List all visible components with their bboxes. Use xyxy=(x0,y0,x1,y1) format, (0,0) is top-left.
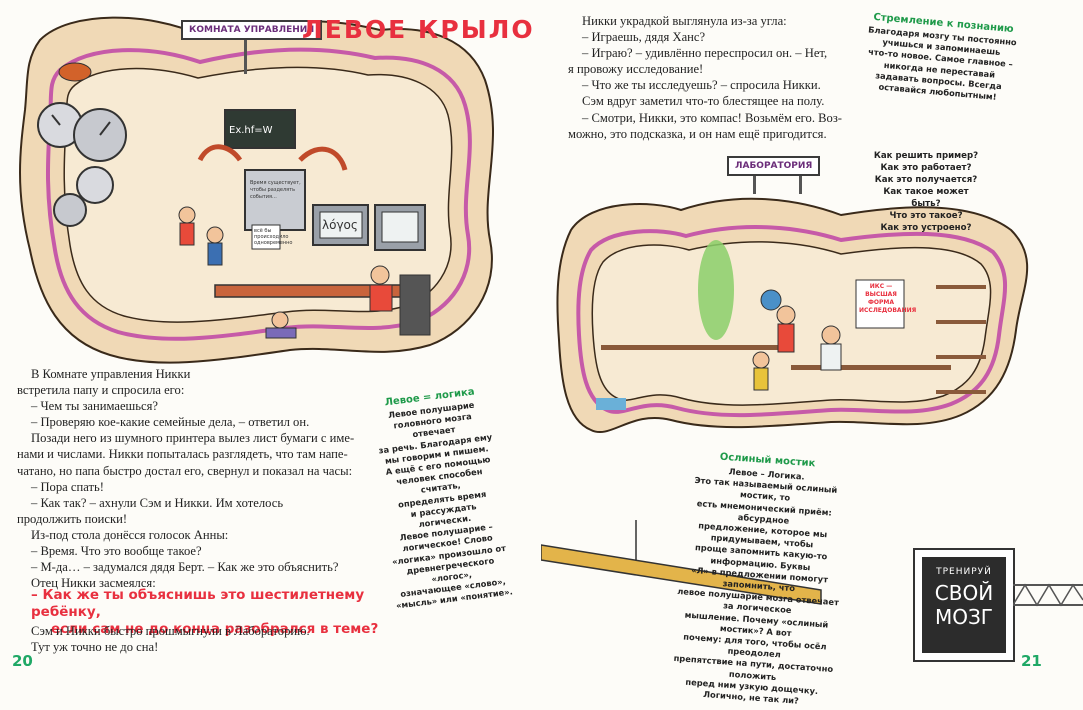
train-sign-line: ТРЕНИРУЙ xyxy=(936,567,992,577)
story-line: продолжить поиски! xyxy=(17,511,128,526)
red-quote-line: если сам не до конца разобрался в теме? xyxy=(51,621,379,637)
printer-note: Время существует, чтобы разделять событи… xyxy=(250,180,301,200)
story-line: Сэм и Никки быстро прошмыгнули в Лаборат… xyxy=(31,624,310,638)
story-line: – Смотри, Никки, это компас! Возьмём его… xyxy=(582,110,842,125)
story-line: – Чем ты занимаешься? xyxy=(31,399,158,414)
right-page: Никки украдкой выглянула из-за угла: – И… xyxy=(541,0,1083,706)
curiosity-note: Стремление к познанию Благодаря мозгу ты… xyxy=(862,11,1018,104)
question-line: Как это работает? xyxy=(880,163,972,173)
donkey-bridge-note: Ослиный мостик Левое – Логика. Это так н… xyxy=(666,449,853,710)
left-story: В Комнате управления Никки встретила пап… xyxy=(17,366,387,591)
story-line: – Играешь, дядя Ханс? xyxy=(582,30,706,45)
story-line: Тут уж точно не до сна! xyxy=(31,640,159,655)
story-line: – Что же ты исследуешь? – спросила Никки… xyxy=(582,78,821,93)
page-number-left: 20 xyxy=(12,652,33,670)
story-line: В Комнате управления Никки xyxy=(31,367,191,381)
story-line: нами и числами. Никки попыталась разгляд… xyxy=(17,447,348,462)
story-line: можно, это подсказка, и он нам ещё приго… xyxy=(568,126,827,141)
donkey-bridge-plank xyxy=(541,520,822,605)
train-sign-line: СВОЙ xyxy=(934,581,994,605)
sign-post xyxy=(799,176,802,194)
story-line: Позади него из шумного принтера вылез ли… xyxy=(31,431,355,446)
story-line: – Проверяю кое-какие семейные дела, – от… xyxy=(31,415,310,430)
sign-post xyxy=(244,40,247,74)
question-line: Как это получается? xyxy=(874,175,978,185)
story-line: Отец Никки засмеялся: xyxy=(31,576,156,591)
story-line: Сэм вдруг заметил что-то блестящее на по… xyxy=(582,94,825,109)
red-quote: – Как же ты объяснишь это шестилетнему р… xyxy=(31,587,411,638)
story-line: – Пора спать! xyxy=(31,479,104,494)
train-brain-sign: ТРЕНИРУЙ СВОЙ МОЗГ xyxy=(913,548,1015,662)
page-number-right: 21 xyxy=(1021,652,1042,670)
story-line: я провожу исследование! xyxy=(568,62,704,77)
story-line: – Время. Что это вообще такое? xyxy=(31,544,202,559)
story-line: – Играю? – удивлённо переспросил он. – Н… xyxy=(582,46,828,61)
page-title: ЛЕВОЕ КРЫЛО xyxy=(302,15,535,44)
story-line: – М-да… – задумался дядя Берт. – Как же … xyxy=(31,560,339,575)
right-story: Никки украдкой выглянула из-за угла: – И… xyxy=(568,13,868,142)
laboratory-illustration xyxy=(556,197,1029,433)
red-quote-line: – Как же ты объяснишь это шестилетнему р… xyxy=(31,587,365,620)
control-room-illustration xyxy=(19,16,494,364)
left-page: КОМНАТА УПРАВЛЕНИЯ Ex.hf=W Время существ… xyxy=(0,0,541,680)
truss-beam xyxy=(1013,583,1083,607)
question-line: Как такое может быть? xyxy=(883,187,969,209)
story-line: Никки украдкой выглянула из-за угла: xyxy=(582,14,787,28)
story-line: чатано, но папа быстро достал его, сверн… xyxy=(17,463,353,478)
laboratory-sign: ЛАБОРАТОРИЯ xyxy=(727,156,821,176)
screen-note: всё бы происходило одновременно xyxy=(254,228,293,246)
story-line: встретила папу и спросила его: xyxy=(17,383,185,398)
train-brain-board: ТРЕНИРУЙ СВОЙ МОЗГ xyxy=(922,557,1006,653)
control-room-sign: КОМНАТА УПРАВЛЕНИЯ xyxy=(181,20,323,40)
story-line: Из-под стола донёсся голосок Анны: xyxy=(31,527,229,542)
sign-post xyxy=(753,176,756,194)
screen-logos: λόγος xyxy=(322,218,358,232)
question-line: Как это устроено? xyxy=(880,223,972,233)
left-ending: Сэм и Никки быстро прошмыгнули в Лаборат… xyxy=(17,623,387,655)
train-sign-line: МОЗГ xyxy=(934,605,994,629)
board-formula: Ex.hf=W xyxy=(229,125,273,136)
poster-text: ИКС — ВЫСШАЯ ФОРМА ИССЛЕДОВАНИЯ xyxy=(859,283,917,314)
question-line: Как решить пример? xyxy=(873,151,979,161)
questions-list: Как решить пример? Как это работает? Как… xyxy=(871,150,981,234)
left-logic-note: Левое = логика Левое полушарие головного… xyxy=(370,385,513,612)
note-body: Левое полушарие головного мозга отвечает… xyxy=(372,398,514,613)
story-line: – Как так? – ахнули Сэм и Никки. Им хоте… xyxy=(31,495,284,510)
curiosity-body: Благодаря мозгу ты постоянно учишься и з… xyxy=(862,24,1017,104)
bridge-body: Левое – Логика. Это так называемый ослин… xyxy=(666,463,852,710)
question-line: Что это такое? xyxy=(889,211,963,221)
